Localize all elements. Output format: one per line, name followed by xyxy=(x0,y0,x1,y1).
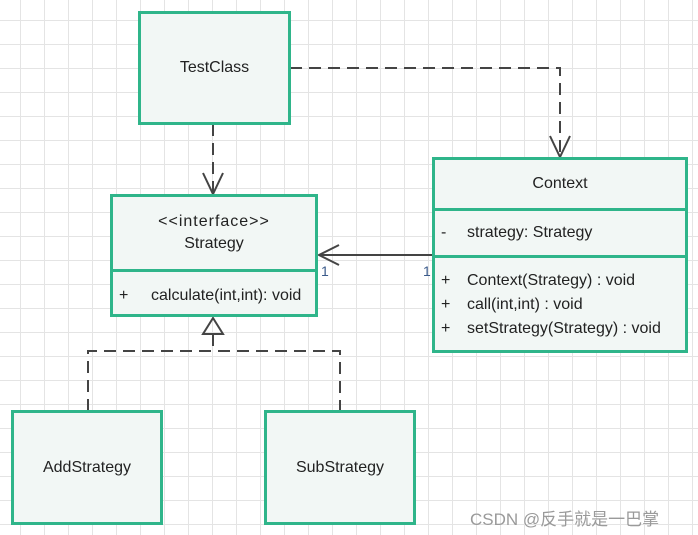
target-multiplicity: 1 xyxy=(321,263,329,279)
class-context[interactable]: Context -strategy: Strategy +Context(Str… xyxy=(432,157,688,353)
source-multiplicity: 1 xyxy=(423,263,431,279)
attributes-section: -strategy: Strategy xyxy=(435,208,685,255)
class-name: Strategy xyxy=(184,235,244,252)
class-name: Context xyxy=(532,175,588,192)
watermark: CSDN @反手就是一巴掌 xyxy=(470,510,660,529)
methods-section: +Context(Strategy) : void +call(int,int)… xyxy=(435,255,685,341)
class-header: Context xyxy=(435,160,685,208)
class-strategy[interactable]: <<interface>> Strategy +calculate(int,in… xyxy=(110,194,318,317)
class-header: <<interface>> Strategy xyxy=(113,197,315,269)
method: +calculate(int,int): void xyxy=(119,287,302,304)
stereotype: <<interface>> xyxy=(158,213,270,230)
class-addstrategy[interactable]: AddStrategy xyxy=(11,410,163,525)
realization-lines xyxy=(87,334,341,411)
attribute: -strategy: Strategy xyxy=(441,224,593,241)
methods-section: +calculate(int,int): void xyxy=(113,269,315,308)
dependency-testclass-context xyxy=(290,67,561,156)
method: +Context(Strategy) : void xyxy=(441,272,636,289)
realization-triangle xyxy=(201,316,225,335)
class-testclass[interactable]: TestClass xyxy=(138,11,291,125)
class-name: AddStrategy xyxy=(42,458,132,476)
class-name: TestClass xyxy=(179,59,250,76)
association-arrowhead xyxy=(316,244,340,266)
method: +call(int,int) : void xyxy=(441,296,583,313)
class-substrategy[interactable]: SubStrategy xyxy=(264,410,416,525)
class-name: SubStrategy xyxy=(295,458,385,476)
method: +setStrategy(Strategy) : void xyxy=(441,320,661,337)
